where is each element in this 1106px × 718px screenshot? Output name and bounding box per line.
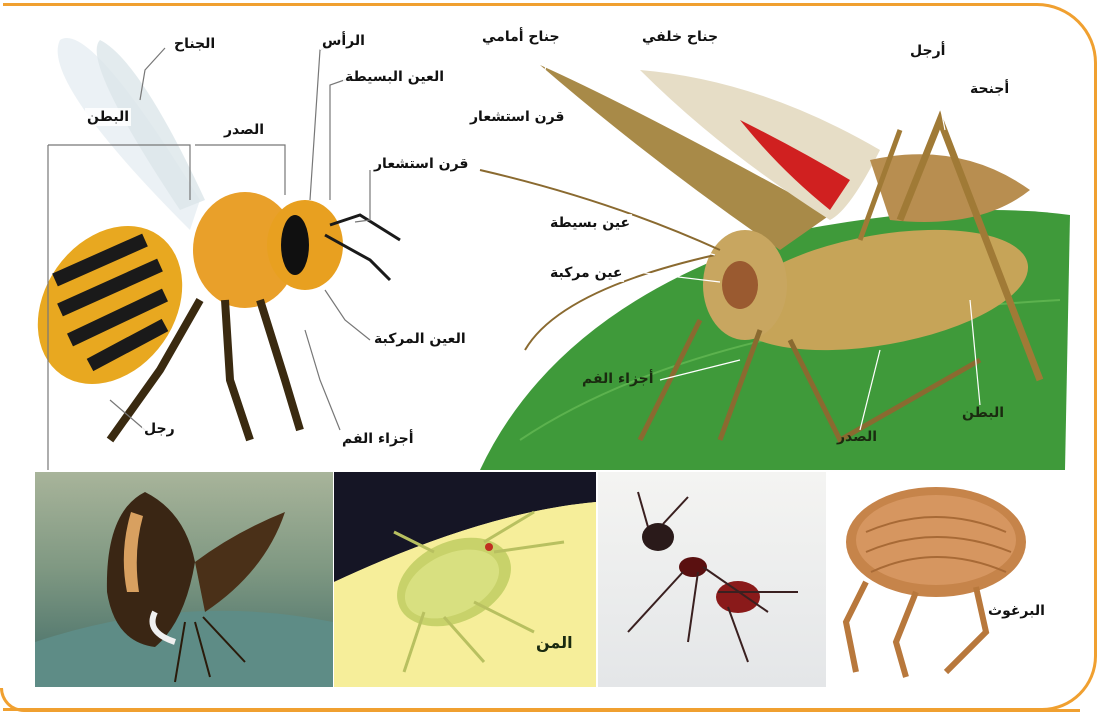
bee-thorax-label: الصدر (222, 121, 266, 139)
bee-head-label: الرأس (320, 32, 367, 50)
bee (8, 38, 400, 440)
bee-leg-label: رجل (142, 420, 177, 438)
bee-mouthparts-label: أجزاء الفم (340, 430, 416, 448)
grasshopper-forewing-label: جناح أمامي (480, 28, 562, 46)
grasshopper-compound-eye-label: عين مركبة (548, 264, 624, 282)
grasshopper-wings-label: أجنحة (968, 80, 1011, 98)
bee-wing-label: الجناح (172, 35, 217, 53)
grasshopper-antenna-label: قرن استشعار (468, 108, 566, 126)
grasshopper-thorax-label: الصدر (835, 428, 879, 446)
bee-abdomen-label: البطن (85, 108, 131, 126)
bee-compound-eye-label: العين المركبة (372, 330, 468, 348)
grasshopper-mouthparts-label: أجزاء الفم (580, 370, 656, 388)
bee-antenna-label: قرن استشعار (372, 155, 470, 173)
grasshopper-hindwing-label: جناح خلفي (640, 28, 720, 46)
grasshopper-abdomen-label: البطن (960, 404, 1006, 422)
bee-simple-eye-label: العين البسيطة (343, 68, 446, 86)
grasshopper-legs-label: أرجل (908, 42, 947, 60)
grasshopper-simple-eye-label: عين بسيطة (548, 214, 632, 232)
